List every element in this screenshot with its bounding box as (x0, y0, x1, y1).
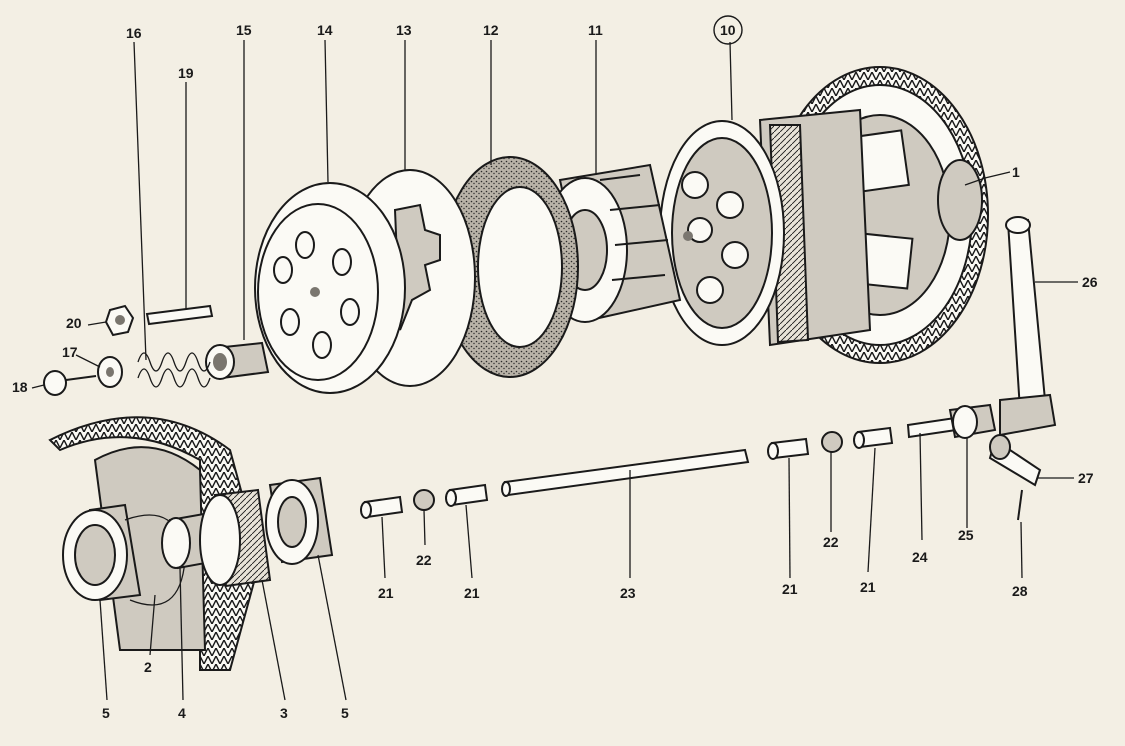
roller-21-d (853, 426, 894, 449)
label-21-a: 21 (378, 585, 394, 601)
ball-22-a (413, 489, 435, 511)
lever-26 (999, 216, 1057, 437)
clutch-housing-10 (659, 108, 872, 347)
label-3: 3 (280, 705, 288, 721)
label-17: 17 (62, 344, 78, 360)
label-26: 26 (1082, 274, 1098, 290)
label-22-a: 22 (416, 552, 432, 568)
bush-15 (205, 341, 270, 380)
split-pin-28 (1017, 489, 1023, 521)
cam-27 (988, 434, 1042, 487)
lower-gear (48, 416, 262, 671)
nut-20 (104, 304, 135, 337)
label-18: 18 (12, 379, 28, 395)
label-14: 14 (317, 22, 333, 38)
label-15: 15 (236, 22, 252, 38)
bearing-5-right (265, 476, 334, 565)
label-25: 25 (958, 527, 974, 543)
label-19: 19 (178, 65, 194, 81)
label-13: 13 (396, 22, 412, 38)
ball-22-b (821, 431, 843, 453)
rod-24 (906, 416, 958, 439)
label-22-b: 22 (823, 534, 839, 550)
label-group: 1 2 3 4 5 5 10 11 12 13 14 15 16 17 18 1… (12, 15, 1098, 721)
spring-16 (137, 352, 211, 388)
roller-21-c (767, 437, 810, 460)
label-27: 27 (1078, 470, 1094, 486)
label-28: 28 (1012, 583, 1028, 599)
label-12: 12 (483, 22, 499, 38)
label-24: 24 (912, 549, 928, 565)
label-20: 20 (66, 315, 82, 331)
label-5-left: 5 (102, 705, 110, 721)
label-10-circle (713, 15, 743, 45)
label-23: 23 (620, 585, 636, 601)
friction-plate-12 (441, 156, 579, 378)
label-21-b: 21 (464, 585, 480, 601)
pin-19 (145, 304, 214, 326)
adjuster-25 (948, 403, 997, 439)
screw-18 (43, 370, 97, 396)
label-5-right: 5 (341, 705, 349, 721)
bearing-5-left (62, 503, 142, 602)
label-21-d: 21 (860, 579, 876, 595)
label-21-c: 21 (782, 581, 798, 597)
label-10: 10 (720, 22, 736, 38)
needle-cage-3 (199, 488, 272, 588)
label-1: 1 (1012, 164, 1020, 180)
label-16: 16 (126, 25, 142, 41)
roller-21-b (445, 483, 489, 507)
washer-17 (97, 356, 123, 388)
label-11: 11 (588, 22, 603, 38)
label-4: 4 (178, 705, 186, 721)
roller-21-a (360, 495, 404, 519)
pushrod-23 (501, 448, 750, 497)
pressure-plate-14 (254, 182, 406, 394)
leader-lines (31, 39, 1078, 701)
label-2: 2 (144, 659, 152, 675)
